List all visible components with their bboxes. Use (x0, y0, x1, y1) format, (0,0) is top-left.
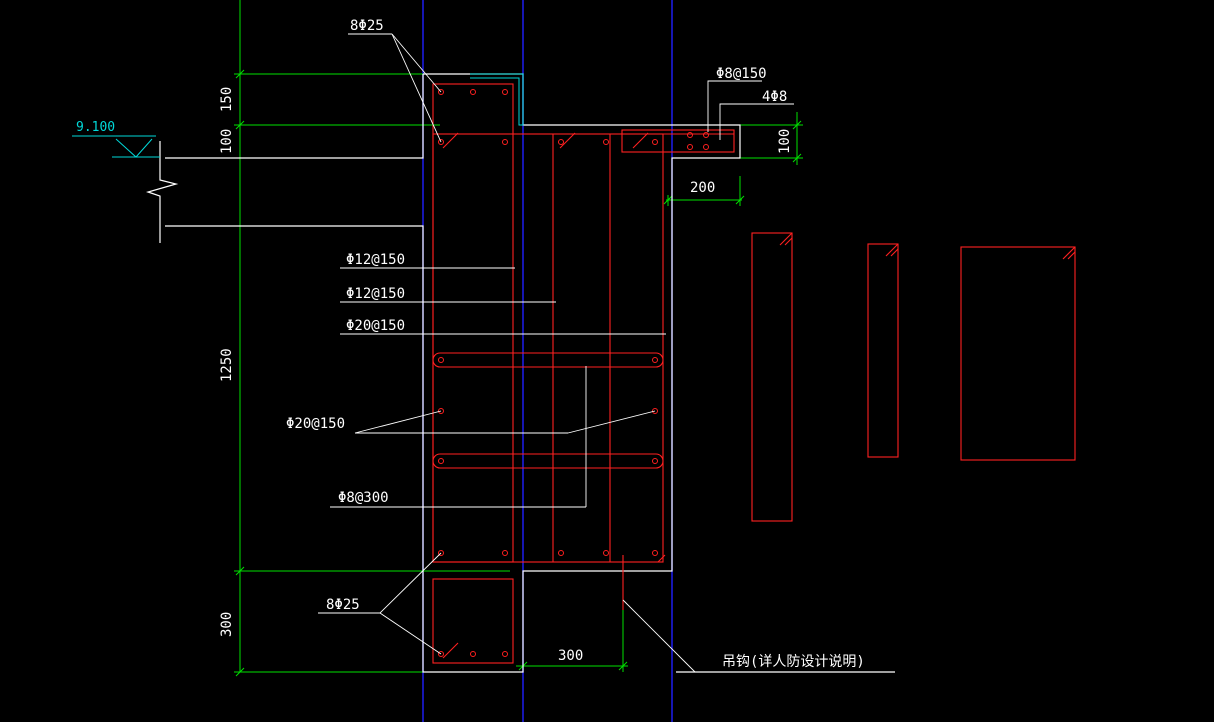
dim-200: 200 (690, 180, 715, 196)
section-detail-1 (751, 232, 793, 522)
section-detail-2 (867, 243, 899, 458)
rebar (432, 83, 1076, 664)
rebar-dots (438, 89, 709, 657)
label-hanger-note: 吊钩(详人防设计说明) (722, 654, 865, 670)
tie-bar-upper (432, 352, 664, 368)
dimension-text: 150 100 1250 300 100 200 300 (219, 87, 793, 664)
dim-100-left: 100 (219, 129, 235, 154)
label-top-corner-bars: 8Φ25 (350, 18, 384, 34)
dim-150: 150 (219, 87, 235, 112)
dim-300-bottom: 300 (558, 648, 583, 664)
slab-line (165, 74, 424, 159)
level-value: 9.100 (76, 120, 115, 135)
dimension-lines (234, 0, 803, 677)
label-wall-bars-2: Φ12@150 (346, 286, 405, 302)
label-bottom-corner-bars: 8Φ25 (326, 597, 360, 613)
dim-1250: 1250 (219, 348, 235, 382)
label-ledge-stirrup: Φ8@150 (716, 66, 767, 82)
label-tie-bars: Φ20@150 (286, 416, 345, 432)
tie-bar-lower (432, 453, 664, 469)
grid-axes (422, 0, 673, 722)
concrete-outline (145, 73, 895, 673)
leader-lines (318, 33, 794, 673)
dim-300-left: 300 (219, 612, 235, 637)
label-ledge-long-bars: 4Φ8 (762, 89, 787, 105)
level-mark (72, 73, 524, 158)
label-tie-spacing: Φ8@300 (338, 490, 389, 506)
label-wall-bars-1: Φ12@150 (346, 252, 405, 268)
label-wall-bars-3: Φ20@150 (346, 318, 405, 334)
section-detail-3 (960, 246, 1076, 461)
annotation-text: 8Φ25 Φ8@150 4Φ8 Φ12@150 Φ12@150 Φ20@150 … (286, 18, 865, 670)
section-outline (165, 73, 741, 673)
dim-100-right: 100 (777, 129, 793, 154)
